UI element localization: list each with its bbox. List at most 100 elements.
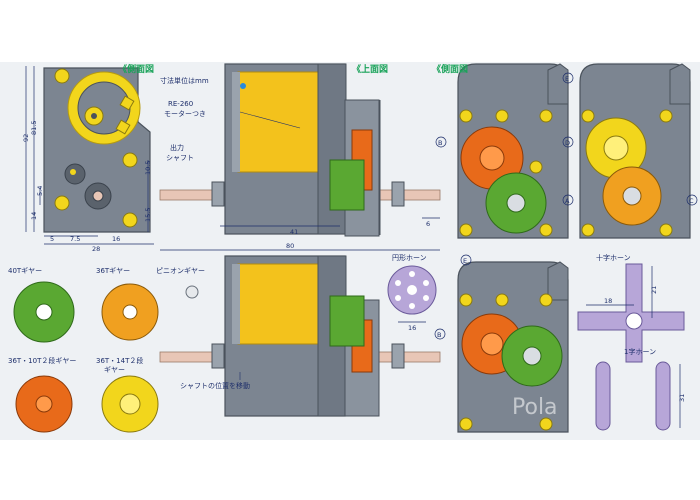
bushing-left-upper [211,181,225,207]
dim-label-7-5: 7.5 [70,235,80,243]
single-horn-1 [595,361,611,431]
legend-d-label-2: ギヤー [104,366,125,374]
dim-label-14: 14 [30,212,38,220]
output-shaft-end [92,190,104,202]
dim-label-18: 18 [604,297,612,305]
side-view-title-right: 《側面図 [432,63,468,75]
cross-horn-label: 十字ホーン [596,253,631,262]
gear-d-inner [603,135,629,161]
terminal-tab-2 [115,119,131,135]
marker-a-circle [562,194,574,206]
screw-r1-tr [539,109,553,123]
marker-e: E [565,75,569,83]
marker-b2: B [437,331,441,339]
legend-pinion-e [185,285,199,299]
screw-r1-tl [459,109,473,123]
marker-e-circle [562,72,574,84]
dim-label-6: 6 [426,220,430,228]
housing-ear-2 [669,63,691,105]
gear-legend: 40Tギヤー 36Tギヤー ピニオンギヤー 36T・10T２段ギヤー 36T・1… [8,267,205,433]
bushing-right-lower [391,343,405,369]
gear-a-lower-hub [522,346,542,366]
screw-r1-br [539,223,553,237]
motor-lower [237,263,319,345]
dim-label-5: 5 [50,235,54,243]
screw-r1-bl [459,223,473,237]
unit-note: 寸法単位はmm [160,76,209,85]
marker-b: B [438,139,442,147]
legend-e-label: ピニオンギヤー [156,267,205,275]
marker-b-circle [435,136,447,148]
marker-e2-circle [460,254,472,266]
screw-r2-bl [581,223,595,237]
round-horn-hole-2 [423,280,429,286]
motor-endcap-upper [232,72,240,172]
side-view-title-left: 《側面図 [118,63,154,75]
cross-horn-body [577,263,685,363]
round-horn-hole-5 [395,295,401,301]
right-side-view-3 [457,261,569,433]
screw-bl [54,195,70,211]
single-horn-label: 1字ホーン [624,347,656,356]
screw-r3-br [539,417,553,431]
dim-label-16a: 16 [112,235,120,243]
screw-tl [54,68,70,84]
marker-a: A [565,197,570,205]
dim-label-92: 92 [22,134,30,142]
pinion-hub [91,113,97,119]
marker-c: C [689,197,694,205]
screw-r3-tr [539,293,553,307]
gear-a-hub [506,193,526,213]
motor-label-desc: モーターつき [164,109,206,118]
screw-r2-br [659,223,673,237]
motor-leader [239,111,301,129]
shaft-pin [70,169,76,175]
dim-label-10-5: 10.5 [144,161,152,175]
dim-label-21: 21 [650,286,658,294]
screw-r1-mr [529,160,543,174]
cross-horn: 十字ホーン 18 21 [577,253,685,363]
left-side-view: 92 81.5 5.4 14 5 7.5 16 28 10.5 15.5 [22,66,154,253]
round-horn-hole-1 [409,271,415,277]
housing-ear-3 [547,261,569,301]
legend-b-label: 36T・10T２段ギヤー [8,356,76,365]
marker-d: D [565,139,570,147]
right-side-view-2 [579,63,691,239]
top-view-upper: 41 80 6 《上面図 寸法単位はmm RE-260 モーターつき 出力 シャ… [159,63,441,251]
gear-b-inner [479,145,505,171]
marker-b2-circle [434,328,446,340]
marker-e2: E [463,257,467,265]
terminal-tab-1 [119,95,135,111]
motor-label-model: RE-260 [168,100,193,108]
legend-gear-a-hole [35,303,53,321]
screw-r3-bl [459,417,473,431]
gear-b-lower-inner [480,332,504,356]
screw-r2-tl [581,109,595,123]
dim-label-15-5: 15.5 [144,208,152,222]
legend-d-label: 36T・14T２段 [96,356,143,365]
motor-endcap-lower [232,264,240,344]
legend-a-label: 40Tギヤー [8,267,42,275]
legend-gear-d-inner [119,393,141,415]
gear-c-hub [622,186,642,206]
green-gear-stack-lower [329,295,365,347]
legend-gear-c-hole [122,304,138,320]
shaft-label-line1: 出力 [170,143,184,152]
shaft-label-line2: シャフト [166,154,194,162]
bushing-left-lower [211,343,225,369]
motor-terminal [240,83,246,89]
round-horn-center [407,285,417,295]
green-gear-stack-upper [329,159,365,211]
dim-label-81-5: 81.5 [30,121,38,135]
cross-horn-hub [625,312,643,330]
marker-c-circle [686,194,698,206]
single-horns: 1字ホーン 31 [595,347,686,431]
dim-label-31: 31 [678,394,686,402]
right-side-view-1 [457,63,569,239]
dim-label-28: 28 [92,245,100,253]
single-horn-2 [655,361,671,431]
screw-br [122,212,138,228]
screw-r2-tr [659,109,673,123]
